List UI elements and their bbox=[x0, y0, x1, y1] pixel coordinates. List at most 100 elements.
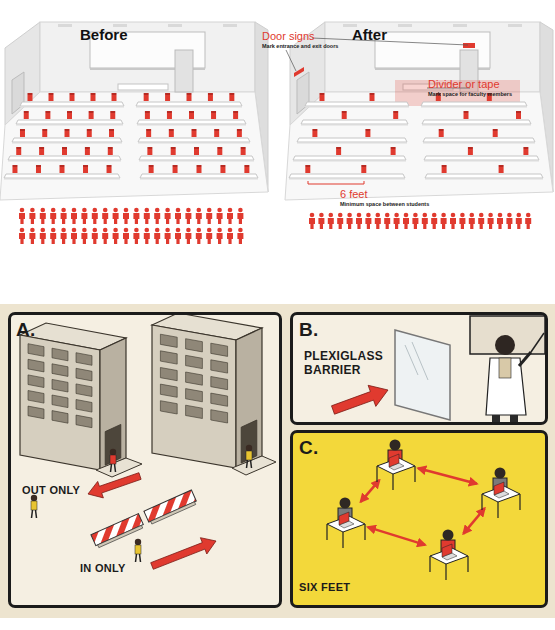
before-classroom bbox=[0, 22, 268, 200]
chair bbox=[244, 167, 249, 173]
ceiling-light bbox=[398, 24, 412, 27]
window bbox=[76, 400, 92, 413]
window bbox=[211, 377, 228, 390]
chair bbox=[197, 167, 202, 173]
distance-arrow bbox=[418, 468, 477, 484]
table-edge bbox=[424, 160, 539, 162]
chair-back bbox=[361, 165, 366, 167]
chair bbox=[312, 131, 317, 137]
person-body bbox=[450, 218, 456, 229]
student-head bbox=[495, 468, 506, 479]
building-front bbox=[20, 335, 100, 470]
student-table bbox=[137, 120, 246, 124]
person-body bbox=[394, 218, 400, 229]
table-edge bbox=[301, 124, 408, 126]
panel-letter: A. bbox=[16, 319, 56, 341]
door-sign bbox=[294, 67, 304, 77]
chair bbox=[320, 95, 325, 101]
chair-back bbox=[370, 93, 375, 95]
figure-head bbox=[246, 445, 252, 451]
ceiling-light bbox=[453, 24, 467, 27]
student-table bbox=[8, 156, 121, 160]
section-heading: Before bbox=[80, 26, 170, 43]
chair-back bbox=[320, 93, 325, 95]
person-body bbox=[154, 213, 160, 224]
callout-note: Mark space for faculty members bbox=[428, 91, 538, 97]
person-body bbox=[175, 233, 181, 244]
figure-leg bbox=[251, 460, 252, 468]
chair bbox=[87, 131, 92, 137]
window bbox=[52, 411, 68, 424]
chair bbox=[189, 113, 194, 119]
chair bbox=[336, 149, 341, 155]
window bbox=[186, 405, 203, 418]
student-head bbox=[340, 498, 351, 509]
table-edge bbox=[4, 178, 120, 180]
person-head bbox=[488, 213, 493, 218]
window bbox=[28, 391, 44, 404]
chair bbox=[39, 149, 44, 155]
person-body bbox=[431, 218, 437, 229]
person-head bbox=[165, 208, 170, 213]
person-head bbox=[176, 208, 181, 213]
person-head bbox=[145, 208, 150, 213]
chair bbox=[108, 149, 113, 155]
entrance-step bbox=[232, 456, 276, 475]
person-head bbox=[103, 208, 108, 213]
table-edge bbox=[138, 142, 250, 144]
table-edge bbox=[20, 106, 124, 108]
person-head bbox=[93, 228, 98, 233]
comic-panel: C.SIX FEET bbox=[290, 430, 548, 608]
person-body bbox=[525, 218, 531, 229]
person-body bbox=[29, 233, 35, 244]
desk-leg bbox=[519, 494, 520, 510]
person-head bbox=[186, 228, 191, 233]
person-body bbox=[237, 213, 243, 224]
window bbox=[211, 393, 228, 406]
desk-leg bbox=[467, 556, 468, 572]
pointer bbox=[531, 333, 544, 352]
chair-back bbox=[62, 147, 67, 149]
chair bbox=[49, 95, 54, 101]
chair-back bbox=[336, 147, 341, 149]
person-body bbox=[185, 213, 191, 224]
chair-back bbox=[39, 147, 44, 149]
person-head bbox=[134, 208, 139, 213]
chair bbox=[493, 131, 498, 137]
chair-back bbox=[173, 165, 178, 167]
person-head bbox=[460, 213, 465, 218]
floor bbox=[0, 92, 268, 200]
chair bbox=[233, 113, 238, 119]
student-table bbox=[423, 138, 535, 142]
panel-caption: IN ONLY bbox=[80, 562, 155, 575]
chair bbox=[361, 167, 366, 173]
chair bbox=[91, 95, 96, 101]
chair bbox=[12, 167, 17, 173]
person-head bbox=[479, 213, 484, 218]
chair-back bbox=[42, 129, 47, 131]
window bbox=[186, 389, 203, 402]
chair-back bbox=[342, 111, 347, 113]
table-edge bbox=[421, 106, 527, 108]
chair bbox=[109, 131, 114, 137]
figure-leg bbox=[136, 554, 137, 562]
panel-fill bbox=[10, 314, 281, 607]
chair-back bbox=[312, 129, 317, 131]
comic-panels bbox=[0, 304, 555, 618]
window bbox=[76, 415, 92, 428]
person-body bbox=[144, 213, 150, 224]
figure-head bbox=[135, 539, 141, 545]
person-head bbox=[82, 228, 87, 233]
person-head bbox=[470, 213, 475, 218]
distance-arrow bbox=[463, 508, 484, 533]
chair-back bbox=[211, 111, 216, 113]
chair bbox=[89, 113, 94, 119]
chair bbox=[167, 113, 172, 119]
chair bbox=[60, 167, 65, 173]
person-head bbox=[155, 208, 160, 213]
chair-back bbox=[391, 147, 396, 149]
person-body bbox=[123, 233, 129, 244]
person-body bbox=[81, 213, 87, 224]
student-table bbox=[139, 156, 254, 160]
chair-back bbox=[365, 129, 370, 131]
